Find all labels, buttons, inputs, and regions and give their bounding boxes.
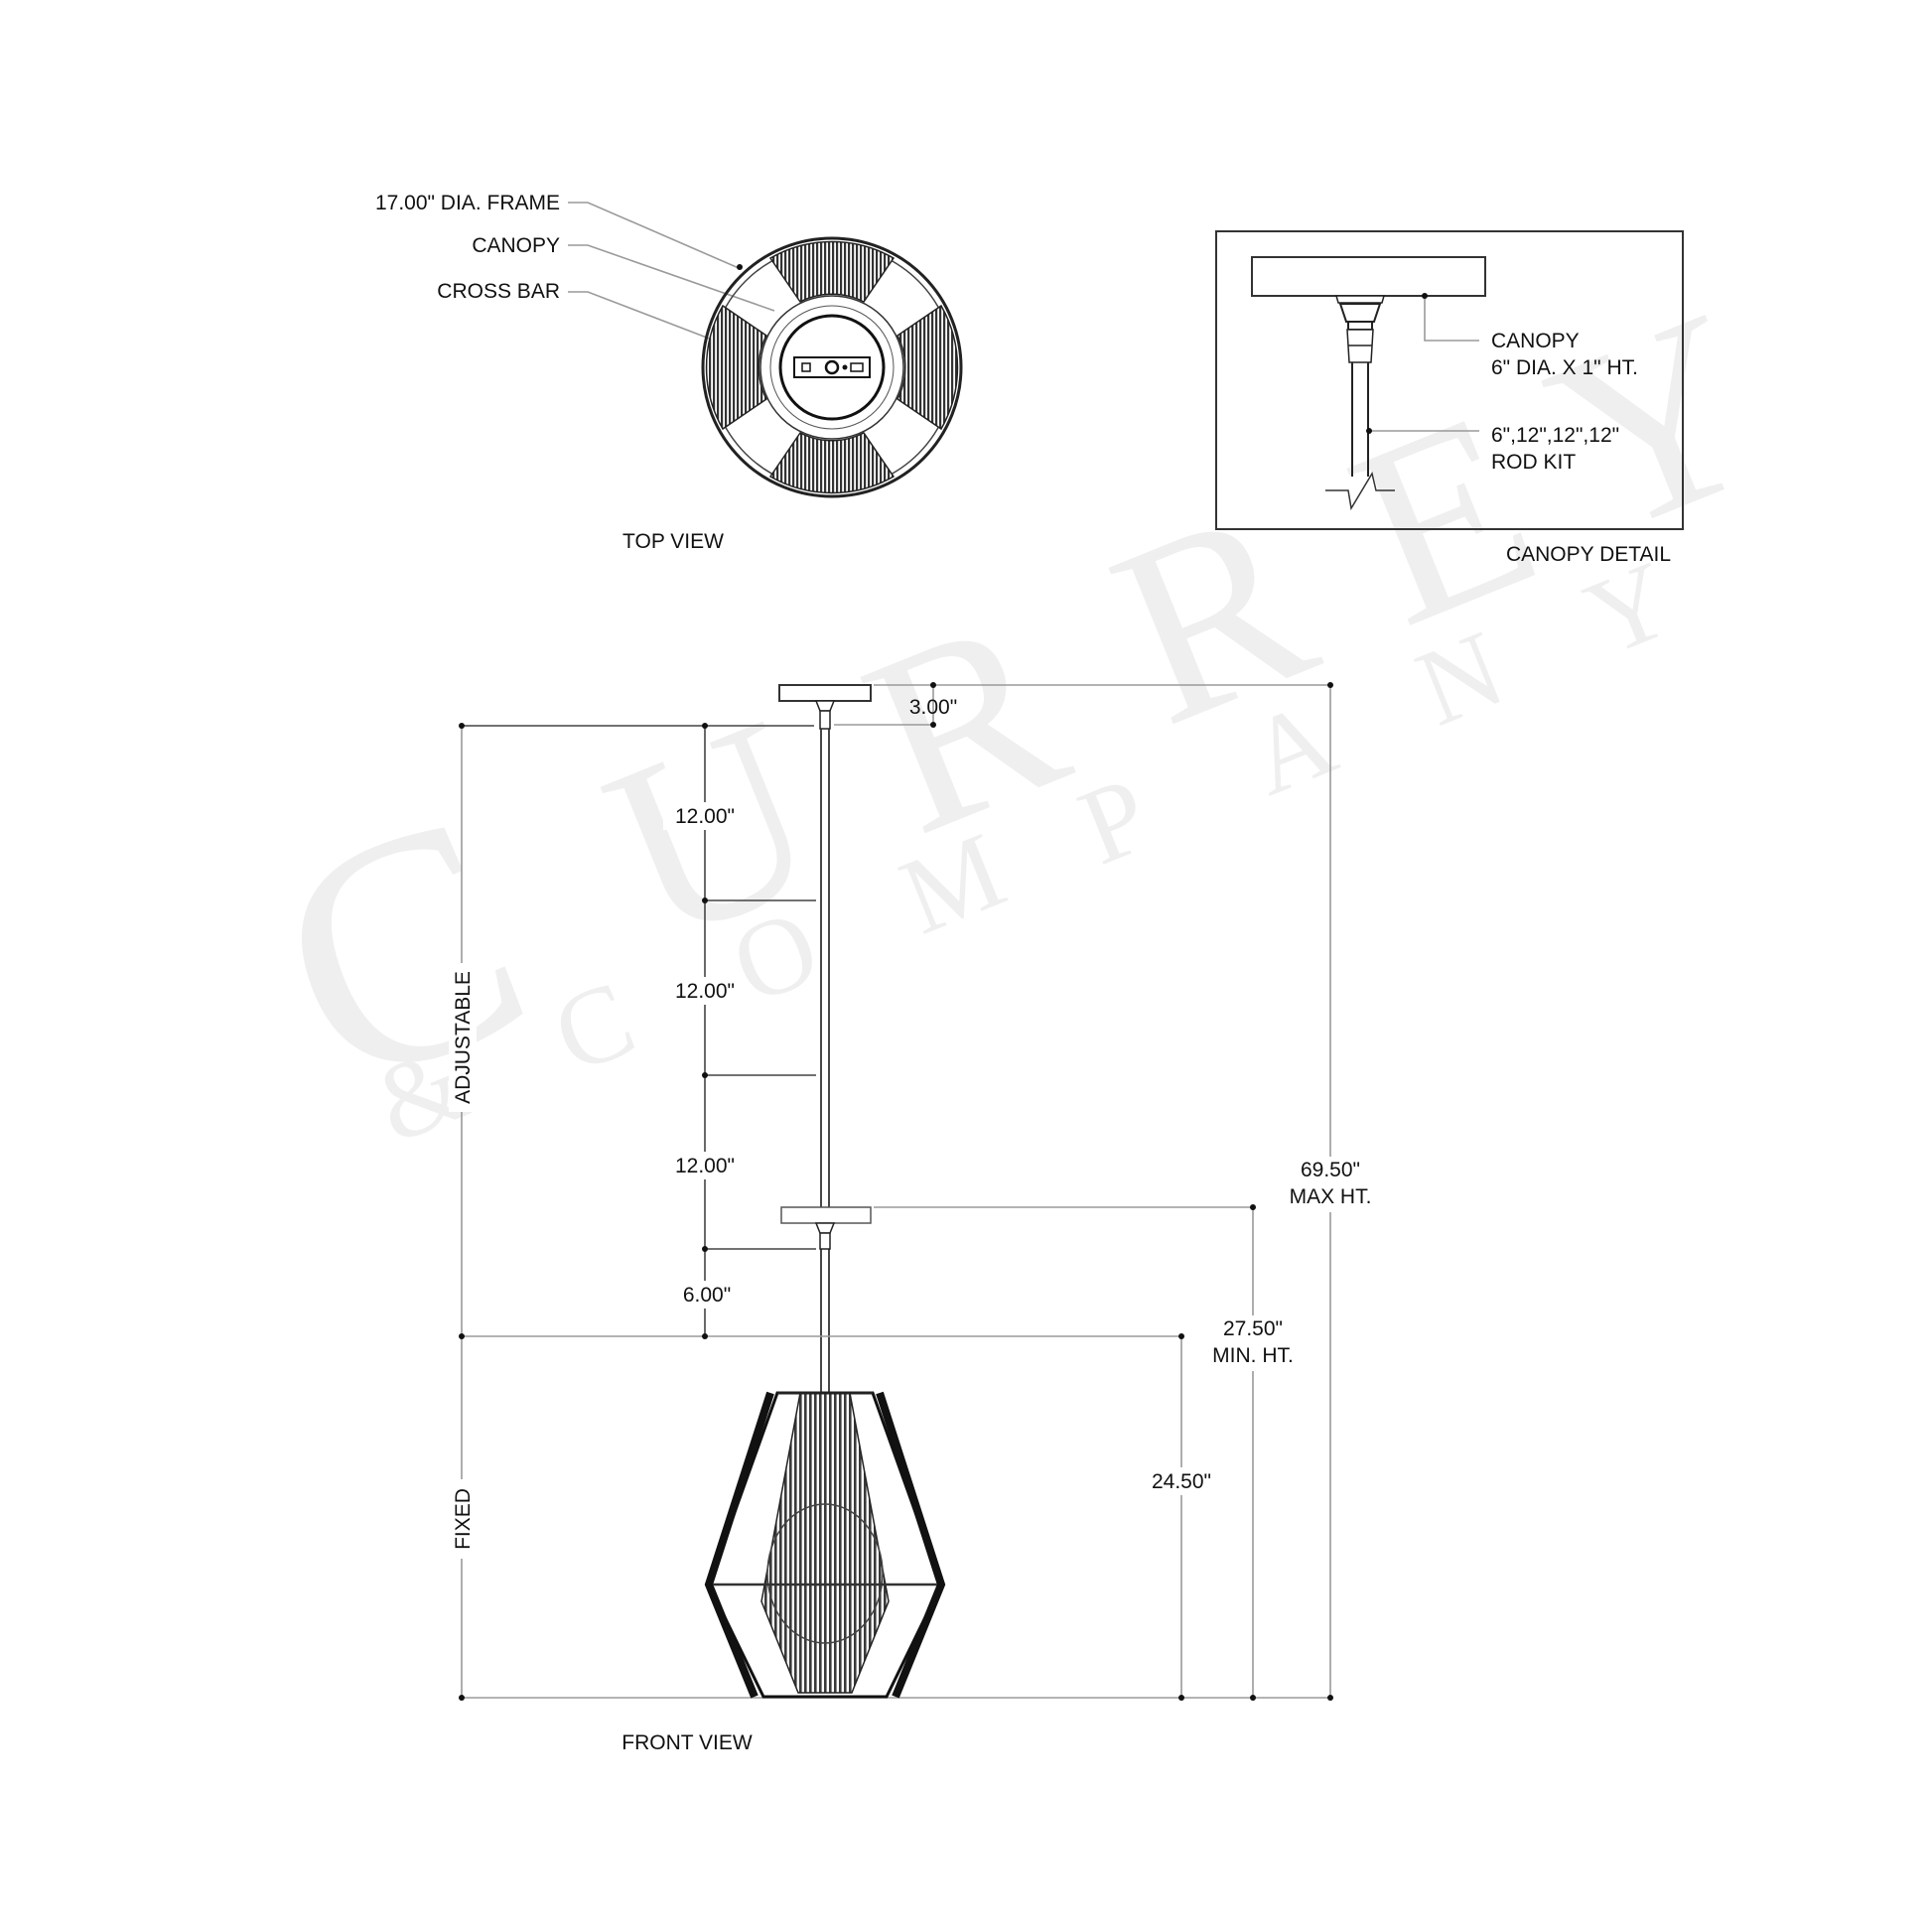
dim-rod-2: 12.00": [675, 980, 735, 1003]
dimension-ticks: [459, 682, 1333, 1701]
bulb-outline: [766, 1503, 884, 1644]
label-adjustable: ADJUSTABLE: [452, 971, 475, 1104]
pendant-shade: [704, 1391, 946, 1699]
leader-canopy: [568, 244, 775, 312]
dim-min-height-label: MIN. HT.: [1212, 1344, 1294, 1367]
dim-rod-4: 6.00": [683, 1284, 731, 1307]
leader-frame: [568, 202, 740, 269]
dim-rod-3: 12.00": [675, 1155, 735, 1177]
canopy-detail-frame: [1215, 230, 1684, 530]
canopy-detail-rod-kit: ROD KIT: [1491, 451, 1576, 474]
front-canopy-lowered: [780, 1206, 872, 1224]
canopy-detail: CANOPY 6" DIA. X 1" HT. 6",12",12",12" R…: [1215, 230, 1684, 566]
dim-max-height-label: MAX HT.: [1290, 1185, 1372, 1208]
break-line: [1325, 472, 1395, 511]
front-view-title: FRONT VIEW: [621, 1731, 753, 1754]
callout-frame-label: 17.00" DIA. FRAME: [375, 192, 560, 214]
top-view-fixture: [701, 236, 963, 498]
canopy-detail-canopy-label: CANOPY: [1491, 330, 1580, 352]
label-fixed: FIXED: [452, 1488, 475, 1550]
leader-dot: [737, 264, 743, 270]
top-view-title: TOP VIEW: [622, 530, 724, 553]
callout-canopy-label: CANOPY: [472, 234, 560, 257]
front-canopy-raised: [778, 684, 872, 702]
canopy-detail-rod-sizes: 6",12",12",12": [1491, 424, 1619, 447]
fan-bottom: [768, 432, 896, 494]
fan-left: [705, 304, 767, 431]
canopy-detail-canopy-size: 6" DIA. X 1" HT.: [1491, 356, 1638, 379]
leader-canopy-detail: [1424, 296, 1479, 342]
dim-fixture-height: 24.50": [1152, 1470, 1211, 1493]
dim-rod-1: 12.00": [675, 805, 735, 828]
dim-max-height: 69.50": [1301, 1159, 1360, 1181]
canopy-detail-canopy: [1251, 256, 1486, 297]
canopy-detail-title: CANOPY DETAIL: [1506, 543, 1671, 566]
dim-canopy-height: 3.00": [909, 696, 957, 719]
callout-crossbar-label: CROSS BAR: [437, 280, 560, 303]
fan-right: [897, 304, 959, 431]
front-view: 3.00" 12.00" 12.00" 12.00" 6.00" 69.50" …: [449, 682, 1377, 1754]
dim-min-height: 27.50": [1223, 1317, 1283, 1340]
shade-strings: [760, 1392, 890, 1694]
fan-top: [768, 240, 896, 303]
top-view: 17.00" DIA. FRAME CANOPY CROSS BAR: [375, 192, 963, 553]
